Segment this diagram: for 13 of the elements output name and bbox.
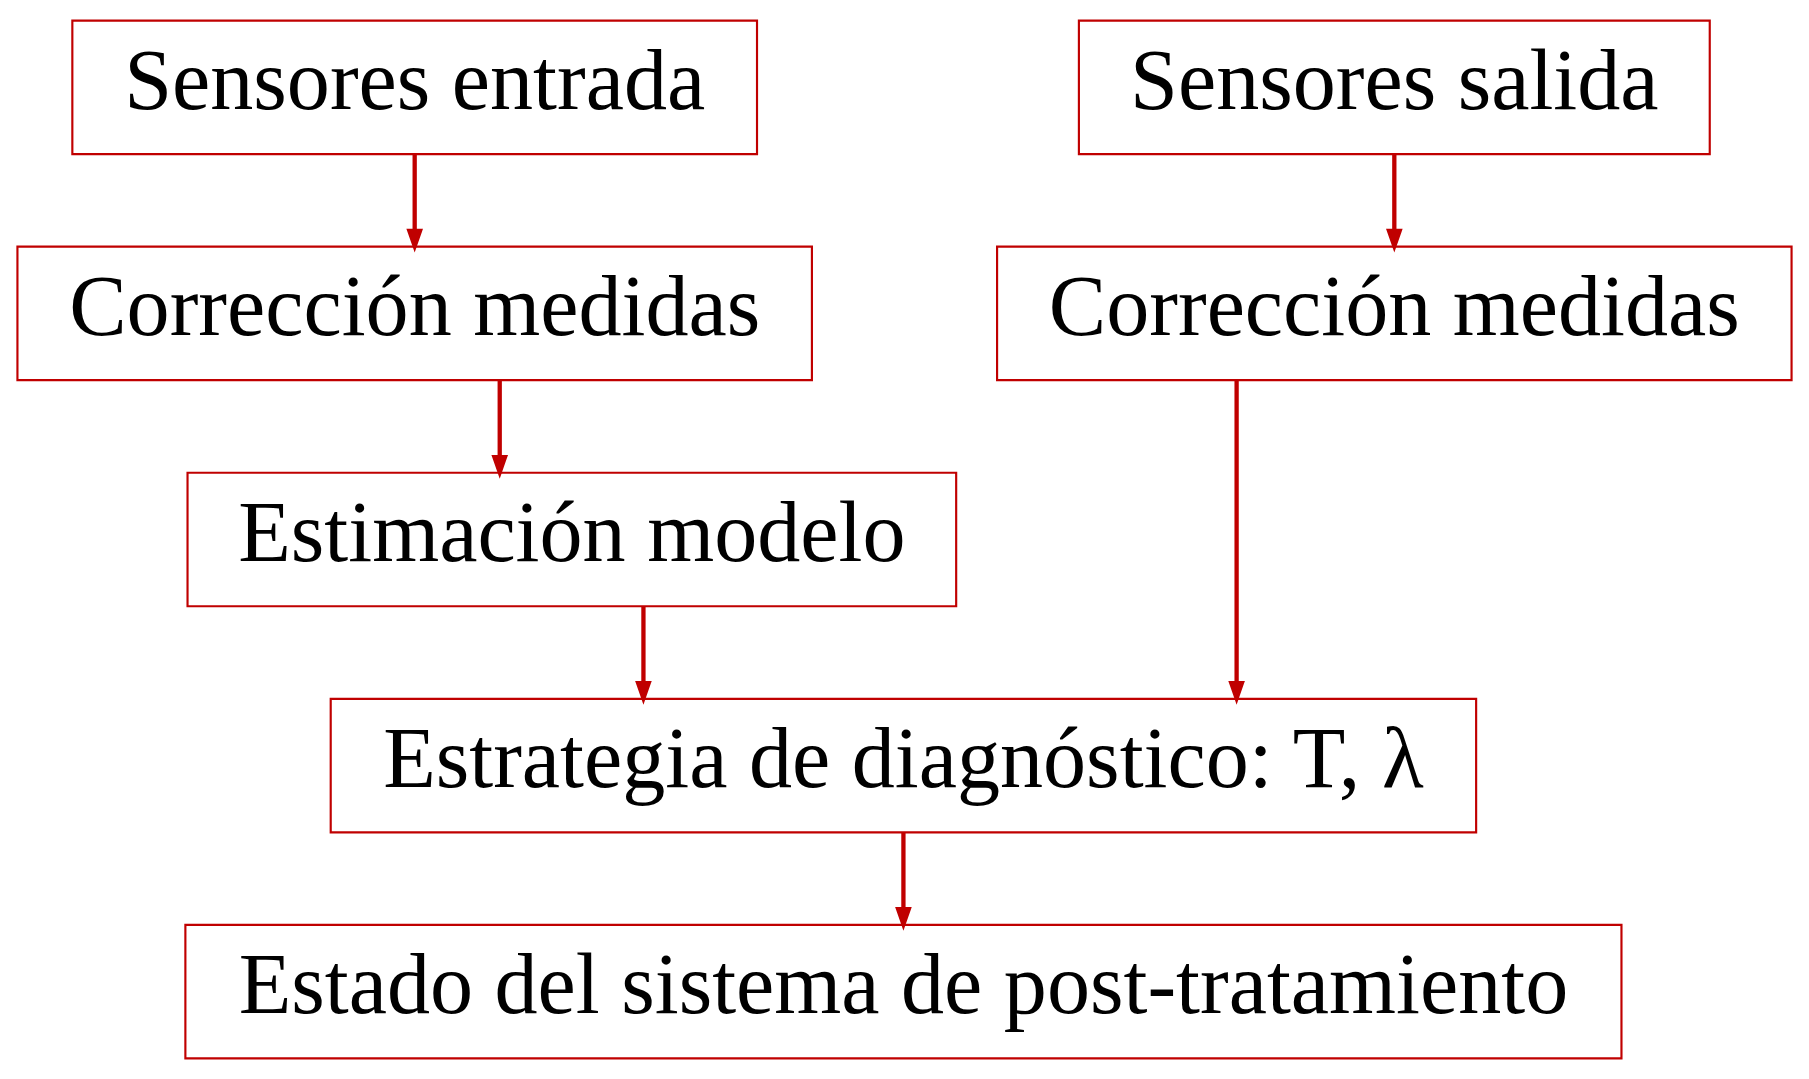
arrow — [635, 606, 652, 705]
node-box: Estado del sistema de post-tratamiento — [184, 923, 1623, 1060]
arrow — [1386, 154, 1403, 253]
arrow — [895, 832, 912, 931]
node-box: Sensores salida — [1077, 19, 1711, 156]
node-box: Corrección medidas — [996, 245, 1793, 382]
arrow — [1228, 381, 1245, 705]
arrow — [491, 380, 509, 479]
node-box: Corrección medidas — [16, 245, 813, 382]
node-box: Estimación modelo — [186, 471, 958, 608]
arrow — [406, 154, 423, 253]
node-box: Sensores entrada — [71, 19, 759, 156]
node-box: Estrategia de diagnóstico: T, λ — [329, 697, 1478, 834]
